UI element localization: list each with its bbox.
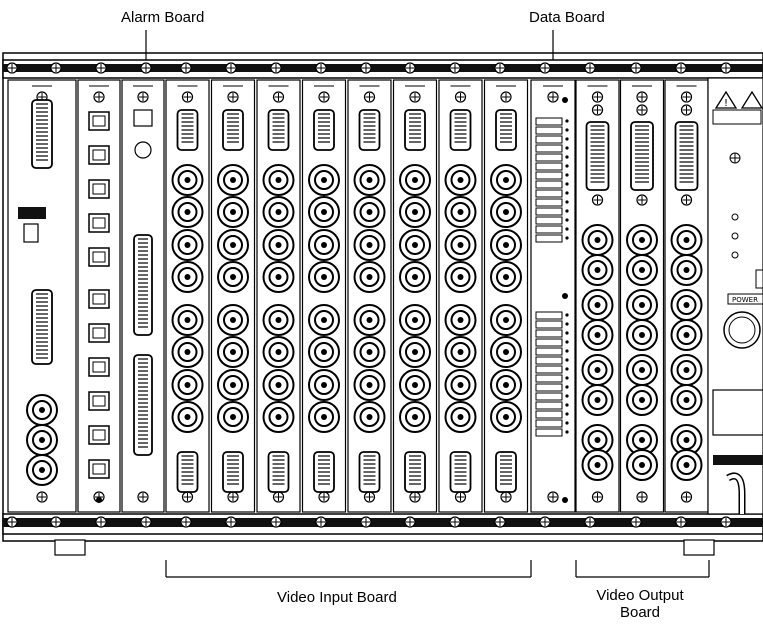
rj-port bbox=[88, 179, 110, 199]
power-label: POWER bbox=[732, 296, 758, 304]
dsub-connector bbox=[133, 354, 153, 456]
board-cpu bbox=[7, 79, 77, 513]
rj-port bbox=[88, 289, 110, 309]
alarm-board-label: Alarm Board bbox=[121, 9, 205, 26]
power-panel: ! POWER bbox=[707, 77, 763, 515]
dsub-connector bbox=[674, 121, 699, 191]
data-board-label: Data Board bbox=[529, 9, 605, 26]
top-rail bbox=[2, 59, 763, 79]
board-vin bbox=[301, 79, 347, 513]
rack-frame bbox=[2, 52, 763, 542]
board-vin bbox=[165, 79, 210, 513]
dsub-connector bbox=[133, 234, 153, 336]
board-vout bbox=[619, 79, 665, 513]
board-vout bbox=[575, 79, 620, 513]
board-data bbox=[530, 79, 576, 513]
board-comms bbox=[77, 79, 121, 513]
dsub-connector bbox=[630, 121, 654, 191]
board-vin bbox=[210, 79, 256, 513]
rj-port bbox=[88, 357, 110, 377]
rj-port bbox=[88, 459, 110, 479]
dsub-connector bbox=[31, 289, 53, 365]
board-vout bbox=[664, 79, 709, 513]
board-alarm bbox=[121, 79, 165, 513]
board-vin bbox=[483, 79, 529, 513]
board-vin bbox=[438, 79, 483, 513]
video-output-board-label-line1: Video Output bbox=[596, 587, 684, 604]
rj-port bbox=[88, 111, 110, 131]
board-vin bbox=[347, 79, 392, 513]
board-slots bbox=[6, 62, 732, 528]
video-output-board-label: Video Output Board bbox=[585, 587, 695, 621]
dsub-connector bbox=[31, 99, 53, 169]
board-vin bbox=[392, 79, 438, 513]
callout-leaders bbox=[145, 30, 710, 578]
bottom-rail bbox=[2, 513, 763, 535]
rj-port bbox=[88, 425, 110, 445]
rj-port bbox=[88, 391, 110, 411]
dsub-connector bbox=[585, 121, 610, 191]
rj-port bbox=[88, 213, 110, 233]
board-vin bbox=[256, 79, 301, 513]
rj-port bbox=[88, 145, 110, 165]
rj-port bbox=[88, 323, 110, 343]
rj-port bbox=[88, 247, 110, 267]
rack-feet bbox=[54, 539, 715, 556]
video-input-board-label: Video Input Board bbox=[277, 589, 397, 606]
svg-text:!: ! bbox=[724, 98, 728, 109]
video-output-board-label-line2: Board bbox=[619, 604, 661, 621]
